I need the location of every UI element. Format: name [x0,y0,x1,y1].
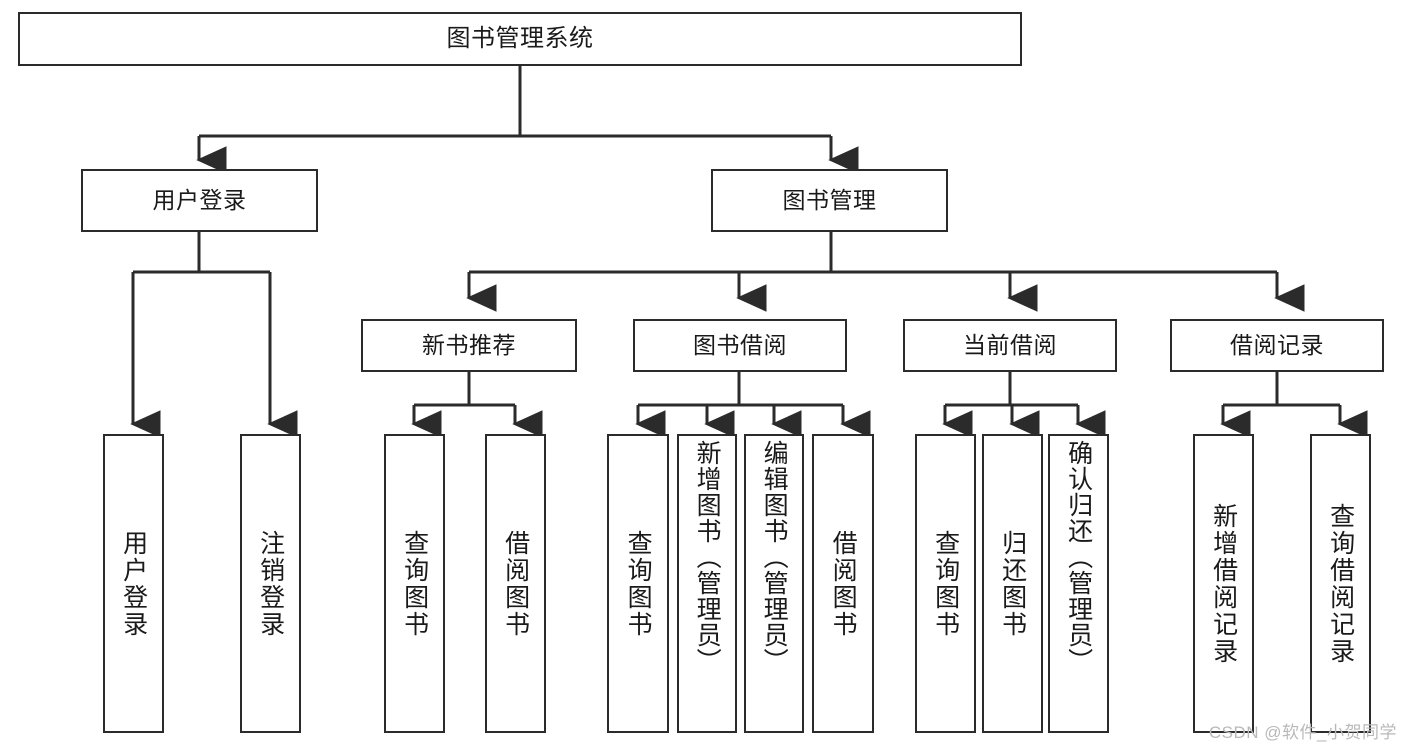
node-label: 查询借阅记录 [1326,502,1355,665]
node-leaf-query-book-1[interactable]: 查询图书 [384,434,445,733]
node-label: 图书借阅 [693,331,787,358]
node-root-system[interactable]: 图书管理系统 [18,12,1022,66]
node-label: 借阅记录 [1230,331,1324,358]
node-book-borrow[interactable]: 图书借阅 [633,319,847,372]
node-leaf-borrow-book-2[interactable]: 借阅图书 [812,434,874,733]
node-label: 查询图书 [931,529,960,638]
node-leaf-add-book[interactable]: 新增图书（管理员） [677,434,737,733]
node-current-borrow[interactable]: 当前借阅 [903,319,1117,372]
node-label: 新增图书（管理员） [693,440,722,674]
node-leaf-user-login[interactable]: 用户登录 [103,434,164,733]
node-label: 确认归还（管理员） [1064,440,1093,674]
node-label: 图书管理 [782,186,877,213]
node-label: 新增借阅记录 [1209,502,1238,665]
node-leaf-query-record[interactable]: 查询借阅记录 [1310,434,1371,733]
node-label: 当前借阅 [963,331,1057,358]
node-label: 图书管理系统 [446,24,594,52]
node-label: 归还图书 [998,529,1027,638]
node-leaf-user-logout[interactable]: 注销登录 [240,434,301,733]
node-borrow-record[interactable]: 借阅记录 [1170,319,1384,372]
node-leaf-return-book[interactable]: 归还图书 [982,434,1043,733]
node-label: 用户登录 [119,529,148,638]
node-new-book-recommend[interactable]: 新书推荐 [361,319,577,372]
node-label: 借阅图书 [829,529,858,638]
node-leaf-add-record[interactable]: 新增借阅记录 [1193,434,1254,733]
node-label: 编辑图书（管理员） [760,440,789,674]
node-label: 查询图书 [400,529,429,638]
node-label: 用户登录 [152,186,247,213]
csdn-watermark: CSDN @软件_小贺同学 [1208,723,1397,742]
node-leaf-edit-book[interactable]: 编辑图书（管理员） [744,434,804,733]
node-book-management[interactable]: 图书管理 [711,169,948,232]
node-leaf-borrow-book-1[interactable]: 借阅图书 [485,434,546,733]
node-label: 查询图书 [624,529,653,638]
node-label: 注销登录 [256,529,285,638]
node-leaf-query-book-2[interactable]: 查询图书 [607,434,669,733]
node-label: 新书推荐 [422,331,516,358]
node-leaf-confirm-return[interactable]: 确认归还（管理员） [1048,434,1109,733]
node-user-login[interactable]: 用户登录 [81,169,318,232]
node-leaf-query-book-3[interactable]: 查询图书 [915,434,976,733]
node-label: 借阅图书 [501,529,530,638]
